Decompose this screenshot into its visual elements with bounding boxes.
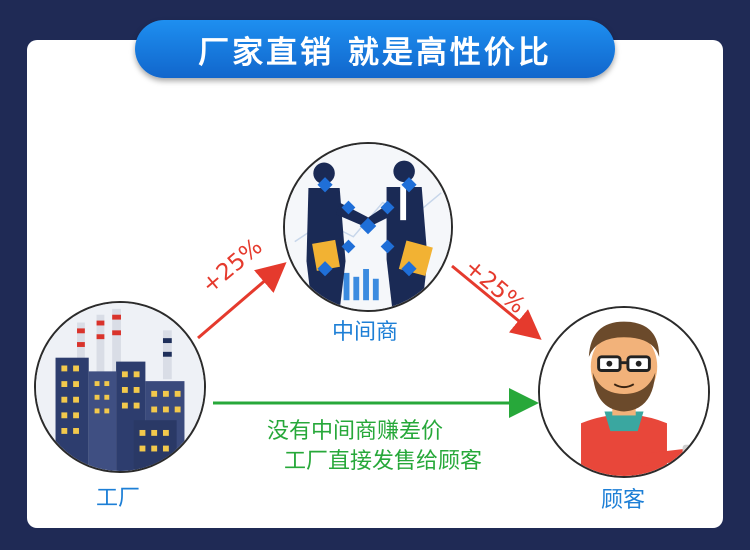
customer-avatar-icon xyxy=(540,308,708,476)
customer-node xyxy=(538,306,710,478)
customer-label: 顾客 xyxy=(601,488,646,513)
factory-label: 工厂 xyxy=(96,486,141,511)
title-banner: 厂家直销 就是高性价比 xyxy=(135,20,615,78)
direct-sale-line2: 工厂直接发售给顾客 xyxy=(284,449,483,474)
direct-sale-line1: 没有中间商赚差价 xyxy=(267,419,444,444)
middleman-label: 中间商 xyxy=(332,320,399,345)
factory-icon xyxy=(36,303,204,471)
banner-title: 厂家直销 就是高性价比 xyxy=(198,34,552,71)
middleman-node xyxy=(283,142,453,312)
handshake-icon xyxy=(285,144,451,310)
arrow-middleman-to-customer xyxy=(451,264,542,340)
factory-node xyxy=(34,301,206,473)
arrow-factory-to-middleman xyxy=(197,262,287,340)
